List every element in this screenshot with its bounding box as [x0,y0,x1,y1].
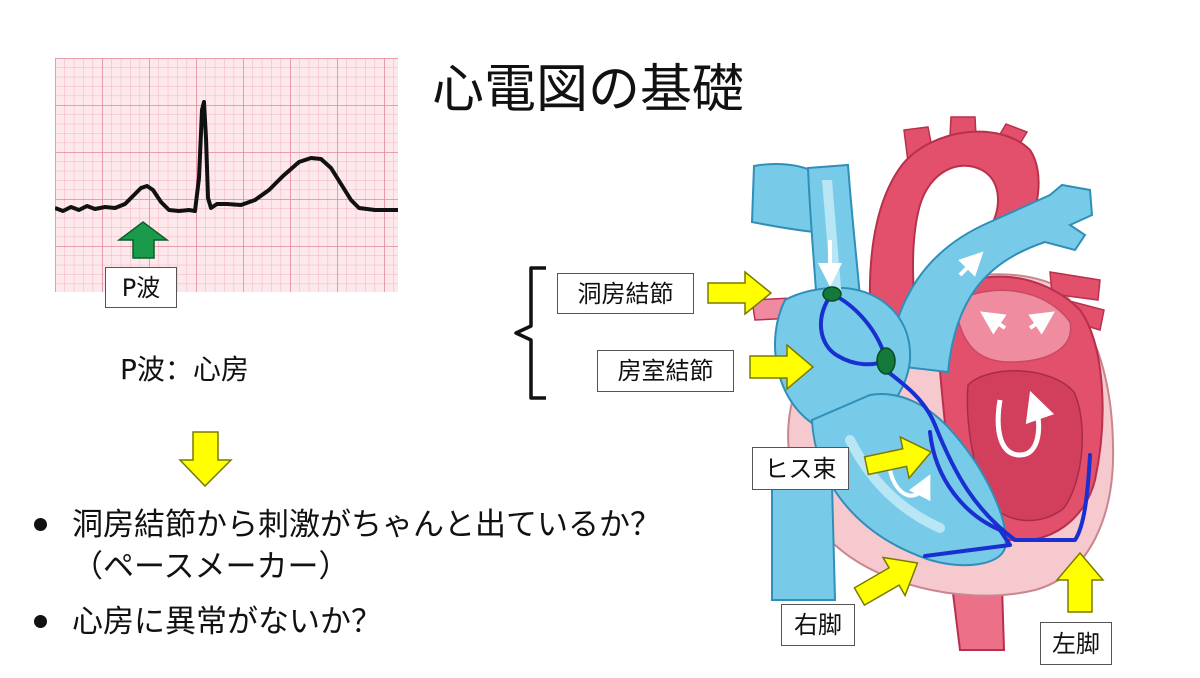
pulmonary-vein-left [751,297,796,321]
sa-node-label: 洞房結節 [557,273,694,314]
left-brace-icon [514,266,546,400]
p-wave-meaning: P波：心房 [120,353,249,386]
aorta-branch [903,126,934,164]
his-bundle-label: ヒス束 [752,447,849,490]
ecg-strip [55,58,398,292]
bullet-icon [34,615,47,628]
heart-outer-wall [787,273,1115,597]
sa-node [822,286,842,302]
bullet-pacemaker-note: （ペースメーカー） [72,549,350,585]
bullet-atrium-check: 心房に異常がないか？ [72,604,382,640]
left-ventricle [966,370,1084,522]
internodal-pathway [818,292,888,367]
yellow-right-arrow-icon [863,435,933,480]
pulmonary-artery [886,183,1094,374]
right-bundle-line [923,430,1012,558]
inferior-vena-cava [771,478,837,601]
ecg-grid [55,58,398,292]
slide-title: 心電図の基礎 [432,60,745,120]
yellow-right-arrow-icon [749,343,815,391]
right-bundle-label: 右脚 [781,604,855,646]
vessel-highlight [822,180,842,300]
av-node [876,347,896,375]
left-atrium [954,289,1072,363]
right-atrium [774,286,912,432]
flow-arrow-icon [888,469,931,502]
his-bundle-line [886,370,937,427]
superior-vena-cava-branch [750,163,815,234]
aorta [868,130,1040,336]
flow-arrow-icon [958,251,984,277]
descending-aorta [950,584,1006,651]
left-heart [933,275,1104,542]
aorta-branch [994,123,1029,151]
bullet-icon [34,518,47,531]
left-bundle-line [933,423,1092,542]
yellow-up-arrow-icon [1055,551,1105,613]
bullet-sa-node-check: 洞房結節から刺激がちゃんと出ているか？ [72,507,661,543]
p-wave-label: P波 [105,267,177,308]
yellow-right-arrow-icon [707,270,773,316]
pulmonary-vein-right-lower [1057,297,1105,331]
yellow-up-right-arrow-icon [853,556,919,607]
pulmonary-vein-right [1049,271,1101,301]
left-bundle-label: 左脚 [1040,622,1112,665]
flow-arrow-icon [933,174,984,216]
superior-vena-cava [806,163,864,324]
aorta-branch [949,116,977,137]
vessel-highlight [845,435,945,533]
internodal-pathway [830,292,888,362]
ecg-trace [55,100,398,213]
flow-arrow-icon [995,390,1055,458]
flow-arrow-icon [980,311,1007,335]
yellow-down-arrow-icon [178,431,233,488]
flow-arrow-icon [1028,311,1055,335]
av-node-label: 房室結節 [597,350,734,392]
